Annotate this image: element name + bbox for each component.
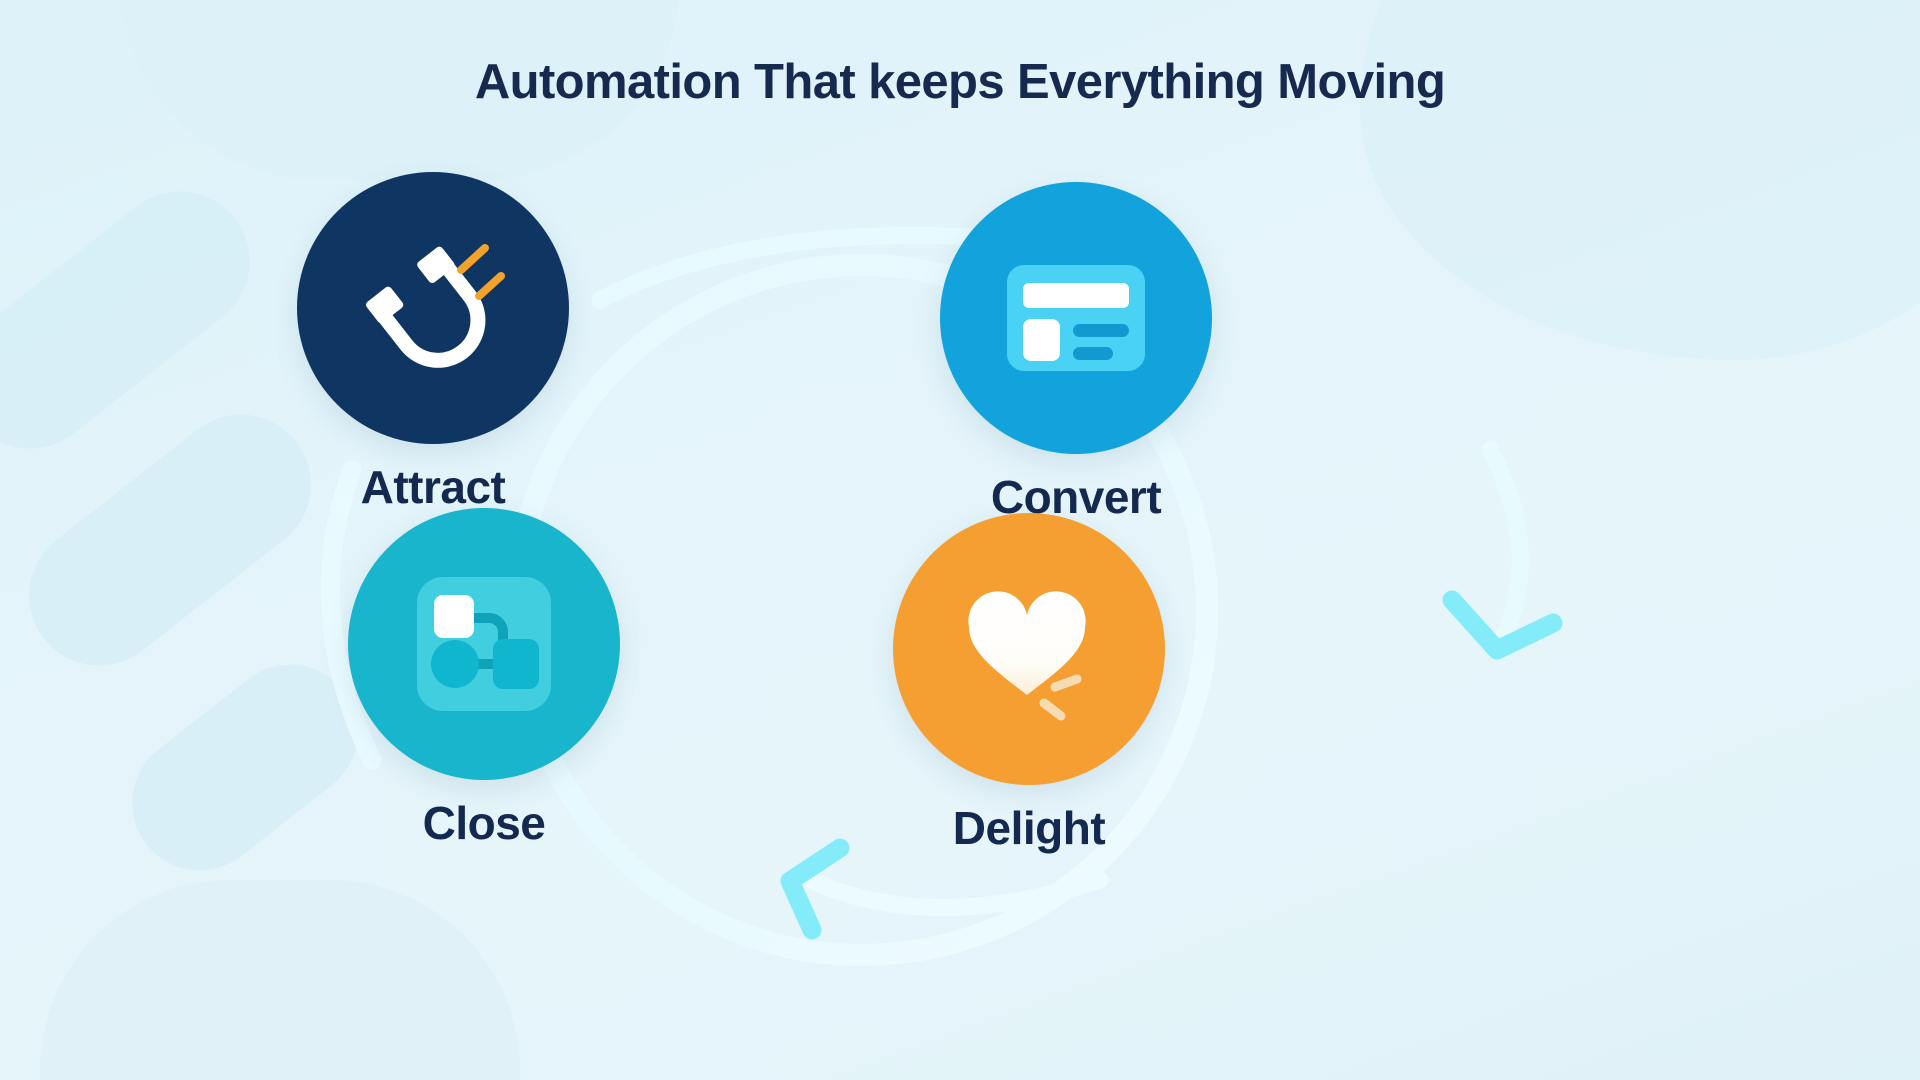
- cycle-step-label: Close: [422, 797, 546, 849]
- cycle-step-delight[interactable]: Delight: [893, 513, 1165, 851]
- heart-sparkle-icon: [1039, 674, 1082, 721]
- workflow-node-square: [434, 595, 474, 638]
- arrowhead-down-icon: [1442, 590, 1563, 660]
- attract-icon-circle[interactable]: [297, 172, 569, 444]
- close-icon-circle[interactable]: [348, 508, 620, 780]
- heart-icon: [968, 591, 1086, 721]
- cycle-step-label: Attract: [360, 461, 506, 513]
- cycle-step-label: Convert: [990, 471, 1162, 523]
- card-line-2: [1073, 347, 1113, 360]
- cycle-step-attract[interactable]: Attract: [297, 172, 569, 510]
- arrow-convert-to-delight: [1442, 441, 1563, 660]
- decor-pill-1: [0, 163, 279, 477]
- page-title: Automation That keeps Everything Moving: [474, 55, 1446, 109]
- spark-lines-icon: [457, 244, 505, 300]
- card-thumbnail: [1023, 319, 1060, 361]
- cycle-step-convert[interactable]: Convert: [940, 182, 1212, 520]
- decor-blob-bottom-left: [40, 880, 520, 1080]
- card-line-1: [1073, 324, 1129, 337]
- decor-pill-2: [0, 386, 340, 694]
- form-card-icon: [1007, 265, 1145, 371]
- convert-icon-circle[interactable]: [940, 182, 1212, 454]
- cycle-step-close[interactable]: Close: [348, 508, 620, 846]
- arrow-delight-to-close: [780, 838, 1109, 940]
- cycle-step-label: Delight: [952, 802, 1106, 854]
- magnet-icon: [366, 244, 505, 368]
- decor-pill-3: [104, 637, 386, 898]
- workflow-node-circle: [431, 640, 479, 688]
- workflow-nodes-icon: [417, 577, 551, 711]
- decor-blob-right: [1360, 0, 1920, 360]
- arrowhead-left-icon: [780, 838, 850, 940]
- card-header-bar: [1023, 283, 1129, 308]
- delight-icon-circle[interactable]: [893, 513, 1165, 785]
- workflow-node-rect: [493, 639, 539, 689]
